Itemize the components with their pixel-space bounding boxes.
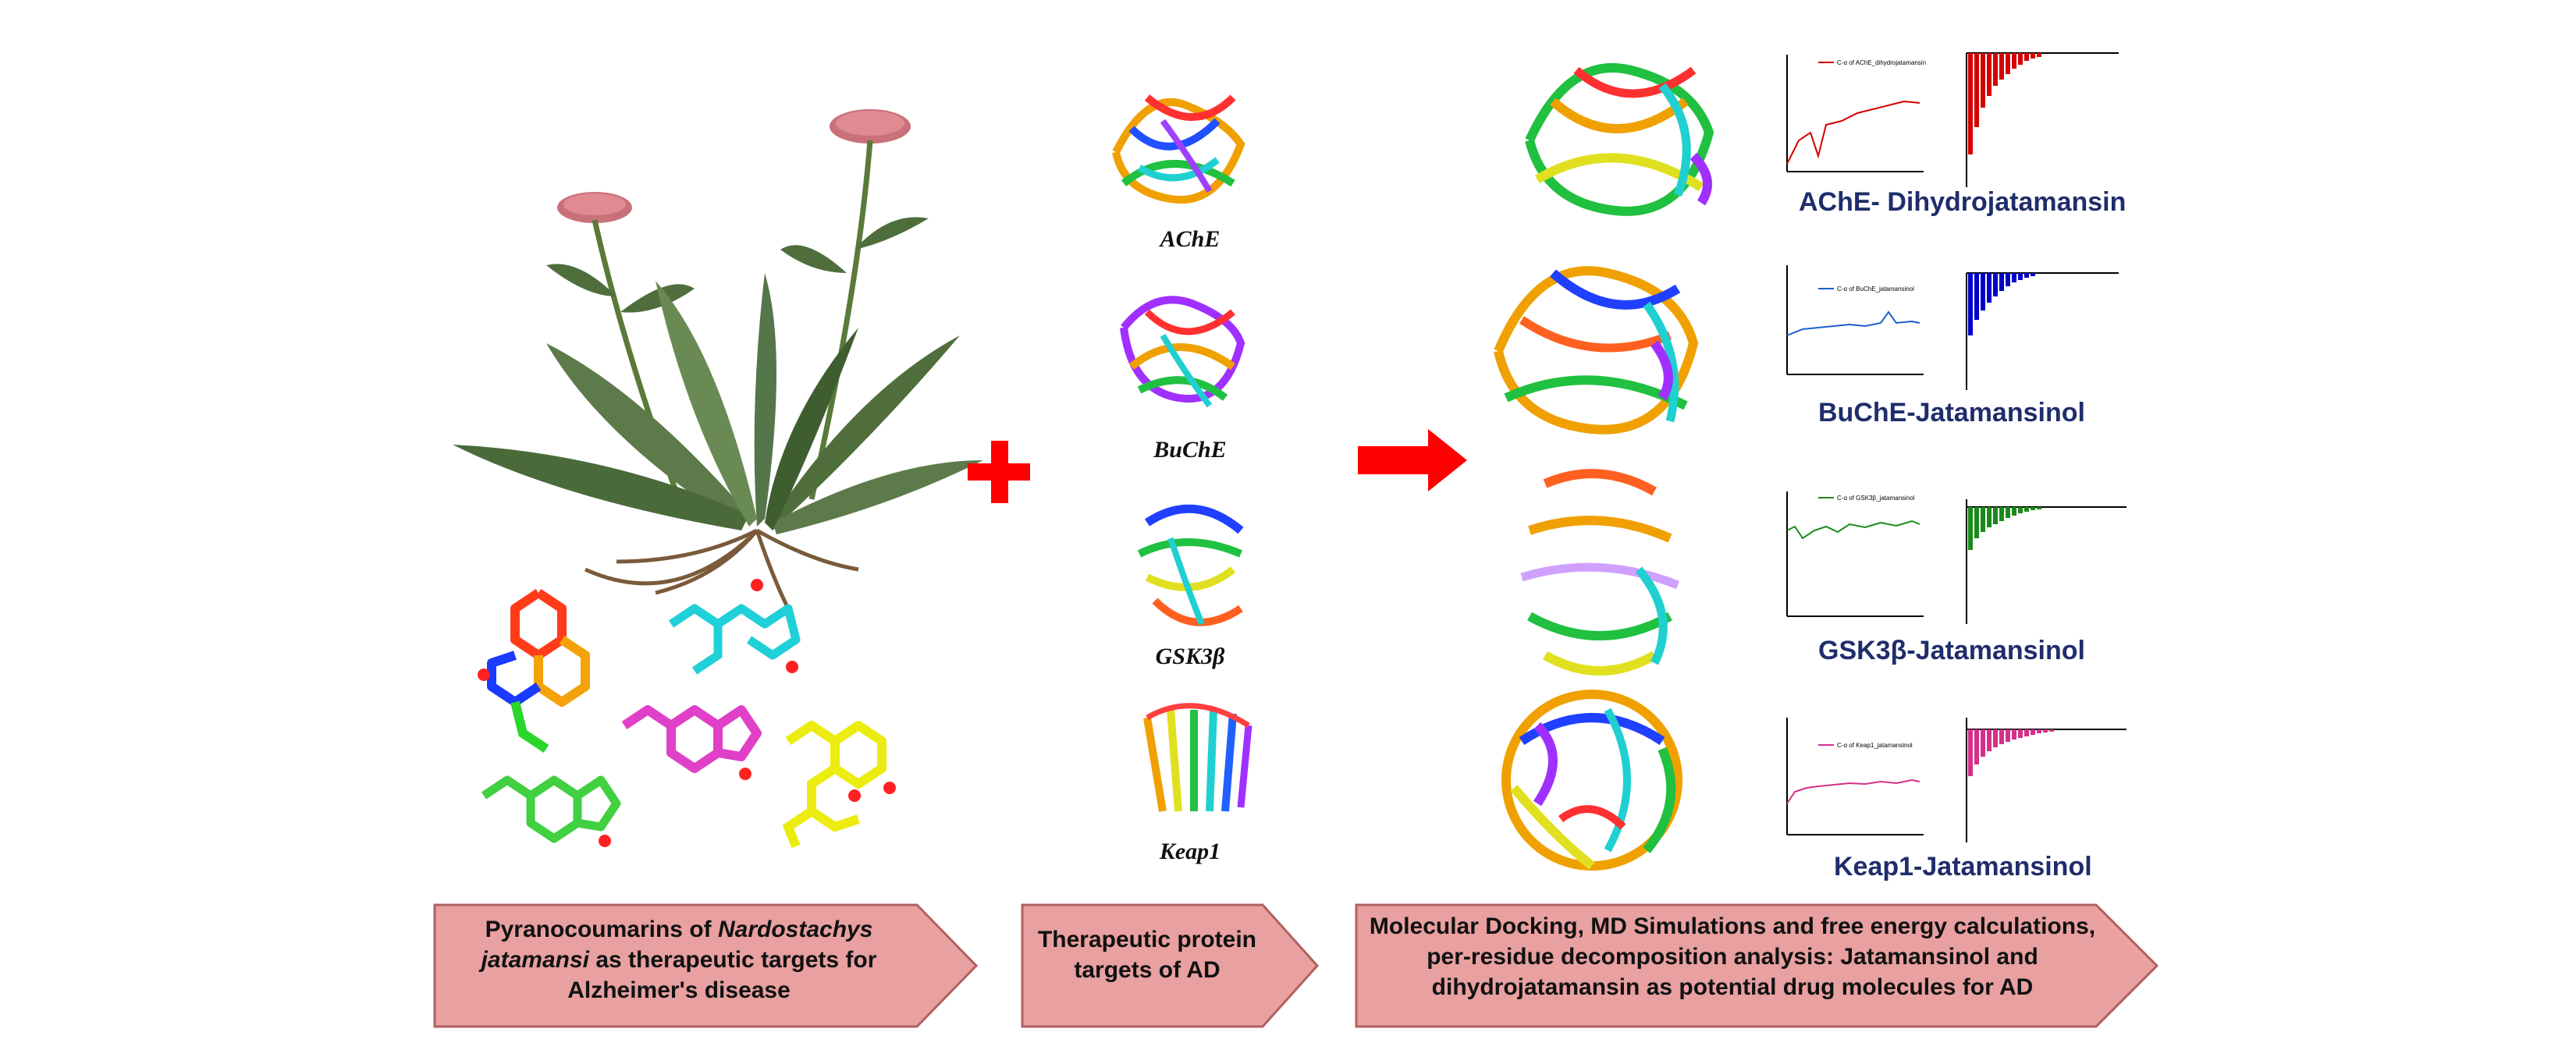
protein-label-ache: AChE xyxy=(1160,226,1220,252)
complex-label-buche: BuChE-Jatamansinol xyxy=(1818,398,2085,427)
rmsd-plot-buche: C-α of BuChE_jatamansinol xyxy=(1786,265,1924,375)
rmsd-plot-ache: C-α of AChE_dihydrojatamansin xyxy=(1786,55,1926,172)
right-arrow-icon xyxy=(1358,429,1467,491)
decomposition-bar-gsk3b xyxy=(1966,499,2127,624)
complex-structure-ache xyxy=(1525,62,1714,216)
complex-label-ache: AChE- Dihydrojatamansin xyxy=(1799,187,2127,217)
complex-label-gsk3b: GSK3β-Jatamansinol xyxy=(1818,636,2085,665)
rmsd-plot-keap1: C-α of Keap1_jatamansinol xyxy=(1786,718,1924,835)
plus-icon xyxy=(968,441,1030,503)
protein-ribbon-buche xyxy=(1120,296,1245,408)
protein-label-buche: BuChE xyxy=(1153,437,1227,463)
complex-structure-buche xyxy=(1494,266,1699,435)
svg-text:C-α of AChE_dihydrojatamansin: C-α of AChE_dihydrojatamansin xyxy=(1837,59,1926,66)
step-text-3: Molecular Docking, MD Simulations and fr… xyxy=(1369,913,2096,1000)
svg-text:C-α of Keap1_jatamansinol: C-α of Keap1_jatamansinol xyxy=(1837,742,1913,749)
protein-ribbon-keap1 xyxy=(1143,703,1252,812)
decomposition-bar-ache xyxy=(1966,52,2119,187)
protein-label-keap1: Keap1 xyxy=(1159,839,1221,864)
step-text-2: Therapeutic protein targets of AD xyxy=(1037,927,1257,983)
step-arrow-1 xyxy=(433,903,979,1028)
protein-label-gsk3b: GSK3β xyxy=(1155,644,1225,669)
protein-ribbon-gsk3b xyxy=(1137,504,1244,626)
pyranocoumarin-molecule-3 xyxy=(481,775,621,847)
complex-structure-gsk3b xyxy=(1520,469,1680,676)
step-text-1: Pyranocoumarins of Nardostachys jatamans… xyxy=(481,917,877,1003)
svg-text:C-α of GSK3β_jatamansinol: C-α of GSK3β_jatamansinol xyxy=(1837,495,1915,502)
decomposition-bar-buche xyxy=(1966,272,2119,390)
pyranocoumarin-molecule-1 xyxy=(478,589,590,753)
rmsd-plot-gsk3b: C-α of GSK3β_jatamansinol xyxy=(1786,491,1924,617)
protein-ribbon-ache xyxy=(1112,94,1245,204)
pyranocoumarin-molecule-4 xyxy=(621,705,762,780)
complex-structure-keap1 xyxy=(1501,690,1682,871)
complex-label-keap1: Keap1-Jatamansinol xyxy=(1834,852,2092,881)
nardostachys-plant-illustration xyxy=(453,109,983,608)
svg-text:C-α of BuChE_jatamansinol: C-α of BuChE_jatamansinol xyxy=(1837,286,1914,293)
step-arrow-3 xyxy=(1355,903,2159,1028)
decomposition-bar-keap1 xyxy=(1966,718,2127,842)
pyranocoumarin-molecule-2 xyxy=(668,579,801,675)
pyranocoumarin-molecule-5 xyxy=(782,721,896,849)
step-arrow-2 xyxy=(1021,903,1320,1028)
